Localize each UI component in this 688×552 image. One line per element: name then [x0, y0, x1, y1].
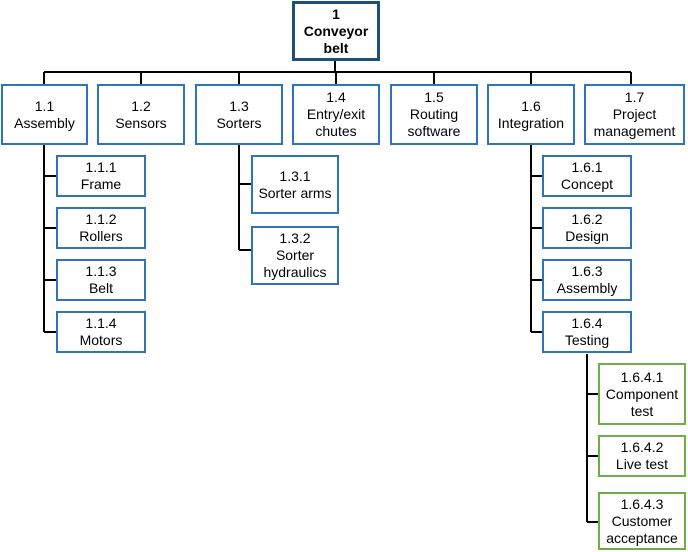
node-code: 1.6.2 — [571, 211, 603, 227]
node-label: Assembly — [14, 114, 75, 131]
node-code: 1.6.3 — [571, 263, 603, 279]
node-code: 1.1.1 — [85, 159, 117, 175]
node-code: 1.6.4 — [571, 315, 603, 331]
node-1-1: 1.1 Assembly — [1, 84, 88, 145]
node-1-1-4: 1.1.4 Motors — [56, 311, 146, 353]
node-label: Motors — [79, 332, 123, 348]
node-1-6-1: 1.6.1 Concept — [542, 155, 632, 197]
node-1-6: 1.6 Integration — [487, 84, 575, 145]
node-1-6-2: 1.6.2 Design — [542, 207, 632, 249]
node-label: Component test — [605, 385, 679, 419]
node-code: 1.4 — [326, 89, 346, 105]
node-1-1-2: 1.1.2 Rollers — [56, 207, 146, 249]
node-code: 1.1.4 — [85, 315, 117, 331]
node-label: Sorter hydraulics — [263, 247, 327, 280]
node-1-1-3: 1.1.3 Belt — [56, 259, 146, 301]
node-code: 1 — [332, 5, 340, 22]
node-1-6-3: 1.6.3 Assembly — [542, 259, 632, 301]
node-code: 1.6.1 — [571, 159, 603, 175]
node-code: 1.3.1 — [279, 167, 311, 184]
node-label: Rollers — [79, 228, 123, 244]
node-label: Belt — [88, 280, 114, 296]
node-1-3-2: 1.3.2 Sorter hydraulics — [251, 226, 339, 285]
node-label: Concept — [560, 176, 614, 192]
node-code: 1.6.4.1 — [620, 368, 664, 385]
node-code: 1.3 — [229, 97, 249, 114]
node-label: Entry/exit chutes — [306, 106, 366, 139]
node-label: Conveyor belt — [303, 22, 369, 56]
node-1-3: 1.3 Sorters — [195, 84, 283, 145]
node-label: Customer acceptance — [606, 512, 678, 546]
node-label: Sorters — [216, 114, 262, 131]
node-label: Design — [565, 228, 609, 244]
node-label: Project management — [593, 106, 676, 139]
node-1-6-4: 1.6.4 Testing — [542, 311, 632, 353]
node-1-4: 1.4 Entry/exit chutes — [292, 84, 380, 145]
node-code: 1.1.2 — [85, 211, 117, 227]
node-code: 1.1 — [34, 97, 55, 114]
node-label: Assembly — [556, 280, 618, 296]
node-code: 1.6.4.2 — [620, 439, 664, 455]
node-label: Sorter arms — [258, 184, 332, 201]
node-1-6-4-2: 1.6.4.2 Live test — [598, 435, 686, 477]
node-label: Sensors — [115, 114, 167, 131]
node-code: 1.7 — [624, 89, 645, 105]
node-1-6-4-3: 1.6.4.3 Customer acceptance — [598, 492, 686, 550]
node-1-1-1: 1.1.1 Frame — [56, 155, 146, 197]
node-1-5: 1.5 Routing software — [390, 84, 478, 145]
node-code: 1.3.2 — [279, 230, 311, 246]
node-label: Routing software — [407, 106, 461, 139]
node-1-6-4-1: 1.6.4.1 Component test — [598, 363, 686, 425]
node-label: Frame — [80, 176, 122, 192]
node-code: 1.2 — [131, 97, 151, 114]
node-label: Integration — [497, 114, 565, 131]
node-code: 1.6 — [521, 97, 541, 114]
node-1-7: 1.7 Project management — [584, 84, 685, 145]
node-1-3-1: 1.3.1 Sorter arms — [251, 155, 339, 214]
node-label: Live test — [615, 456, 669, 472]
node-code: 1.6.4.3 — [620, 495, 664, 512]
node-root: 1 Conveyor belt — [292, 1, 380, 61]
node-label: Testing — [564, 332, 610, 348]
node-code: 1.5 — [424, 89, 444, 105]
node-1-2: 1.2 Sensors — [97, 84, 185, 145]
node-code: 1.1.3 — [85, 263, 117, 279]
